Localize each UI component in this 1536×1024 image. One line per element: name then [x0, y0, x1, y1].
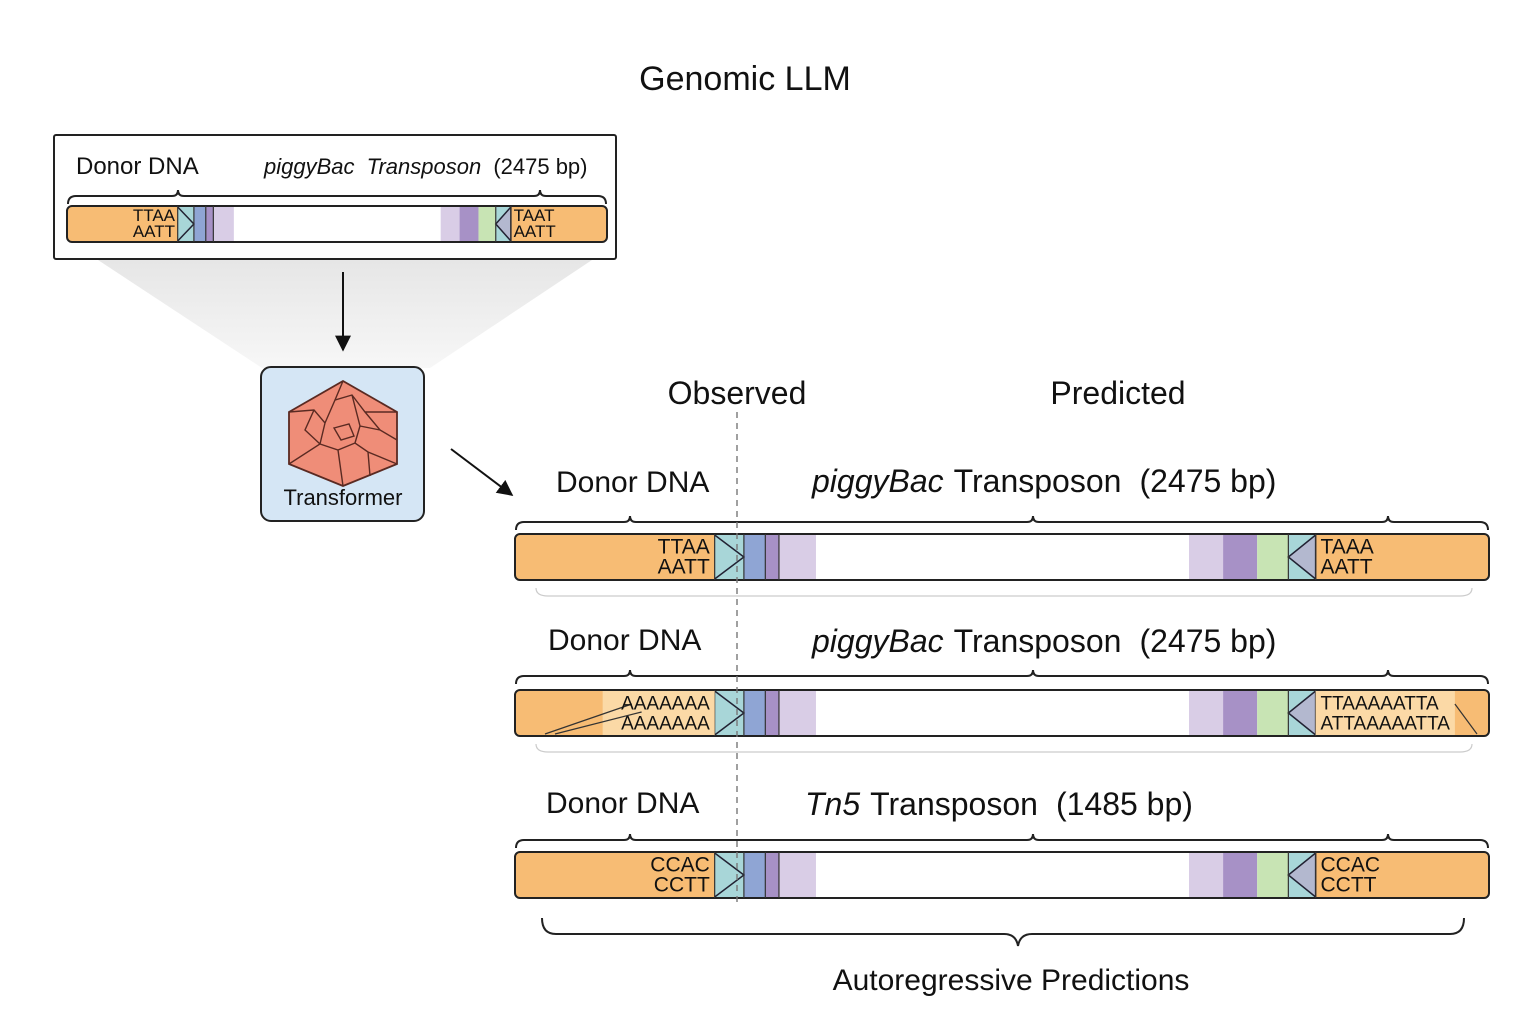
input-panel: Donor DNA piggyBac Transposon (2475 bp) … — [53, 134, 617, 260]
left-end-top: CCAC — [650, 853, 710, 876]
prediction-transposon-label: piggyBac Transposon (2475 bp) — [811, 463, 1276, 499]
left-tir — [714, 853, 744, 897]
prediction-brace — [515, 833, 1489, 849]
transformer-icon — [288, 379, 398, 487]
track-underline — [535, 743, 1473, 753]
prediction-donor-label: Donor DNA — [556, 466, 709, 499]
transformer-box: Transformer — [260, 366, 425, 522]
input-transposon-word: Transposon — [367, 154, 482, 179]
right-green-segment — [1257, 691, 1289, 735]
right-end-bottom: AATT — [514, 222, 556, 241]
prediction-brace — [515, 515, 1489, 531]
right-end-bottom: CCTT — [1320, 874, 1376, 897]
input-transposon-name: piggyBac — [263, 154, 355, 179]
left-end-top: TTAA — [658, 535, 710, 558]
right-purple-segment — [1223, 853, 1258, 897]
right-repeat-region — [1315, 691, 1455, 735]
footer-label: Autoregressive Predictions — [833, 964, 1190, 997]
prediction-transposon-size: (2475 bp) — [1139, 463, 1276, 499]
footer-brace — [541, 917, 1465, 947]
right-light-purple-segment — [440, 207, 460, 241]
prediction-transposon-name: piggyBac — [811, 463, 944, 499]
prediction-transposon-size: (2475 bp) — [1139, 623, 1276, 659]
left-repeat-hatch — [544, 703, 642, 735]
right-light-purple-segment — [1189, 691, 1224, 735]
right-end-bottom: AATT — [1320, 556, 1372, 579]
left-blue-segment — [743, 691, 766, 735]
predicted-label: Predicted — [1050, 375, 1185, 411]
left-end-bottom: AAAAAAA — [621, 714, 710, 735]
left-purple-segment — [765, 535, 779, 579]
input-brace — [67, 189, 607, 205]
right-end-top: TTAAAAATTA — [1320, 693, 1439, 714]
prediction-row: Donor DNA piggyBac Transposon (2475 bp) AAAA… — [514, 623, 1490, 753]
left-end-bottom: AATT — [133, 222, 175, 241]
right-green-segment — [1257, 535, 1289, 579]
left-purple-segment — [205, 207, 214, 241]
prediction-transposon-word: Transposon — [954, 463, 1122, 499]
left-light-purple-segment — [778, 535, 816, 579]
right-purple-segment — [1223, 691, 1258, 735]
prediction-transposon-size: (1485 bp) — [1056, 786, 1193, 822]
right-purple-segment — [459, 207, 479, 241]
prediction-transposon-name: Tn5 — [805, 786, 860, 822]
right-light-purple-segment — [1189, 853, 1224, 897]
prediction-donor-label: Donor DNA — [548, 624, 701, 657]
left-end-top: TTAA — [133, 206, 176, 225]
left-end-bottom: AATT — [658, 556, 710, 579]
funnel-shading — [98, 260, 592, 368]
right-green-segment — [478, 207, 496, 241]
left-tir — [714, 535, 744, 579]
arrow-to-predictions — [450, 448, 514, 496]
prediction-transposon-label: piggyBac Transposon (2475 bp) — [811, 623, 1276, 659]
observed-label: Observed — [668, 375, 807, 411]
left-purple-segment — [765, 853, 779, 897]
left-repeat-region — [602, 691, 715, 735]
left-tir — [714, 691, 744, 735]
left-blue-segment — [743, 853, 766, 897]
right-repeat-hatch — [1454, 703, 1478, 735]
right-end-bottom: ATTAAAAATTA — [1320, 714, 1450, 735]
left-light-purple-segment — [213, 207, 234, 241]
left-tir — [177, 207, 194, 241]
prediction-transposon-name: piggyBac — [811, 623, 944, 659]
right-green-segment — [1257, 853, 1289, 897]
left-purple-segment — [765, 691, 779, 735]
track-underline — [535, 587, 1473, 597]
right-end-top: TAAT — [514, 206, 555, 225]
figure-title: Genomic LLM — [639, 60, 851, 98]
right-end-top: TAAA — [1320, 535, 1373, 558]
left-blue-segment — [193, 207, 206, 241]
right-end-top: CCAC — [1320, 853, 1380, 876]
prediction-transposon-label: Tn5 Transposon (1485 bp) — [805, 786, 1193, 822]
right-purple-segment — [1223, 535, 1258, 579]
input-donor-label: Donor DNA — [76, 153, 199, 180]
right-light-purple-segment — [1189, 535, 1224, 579]
input-transposon-label: piggyBac Transposon (2475 bp) — [263, 154, 588, 179]
left-blue-segment — [743, 535, 766, 579]
prediction-transposon-word: Transposon — [954, 623, 1122, 659]
prediction-donor-label: Donor DNA — [546, 787, 699, 820]
left-light-purple-segment — [778, 691, 816, 735]
left-end-top: AAAAAAA — [621, 693, 710, 714]
transformer-label: Transformer — [284, 485, 403, 510]
prediction-row: Donor DNA piggyBac Transposon (2475 bp) TTAA… — [514, 463, 1490, 597]
prediction-transposon-word: Transposon — [870, 786, 1038, 822]
left-end-bottom: CCTT — [654, 874, 710, 897]
input-transposon-size: (2475 bp) — [493, 154, 587, 179]
prediction-brace — [515, 669, 1489, 685]
left-light-purple-segment — [778, 853, 816, 897]
